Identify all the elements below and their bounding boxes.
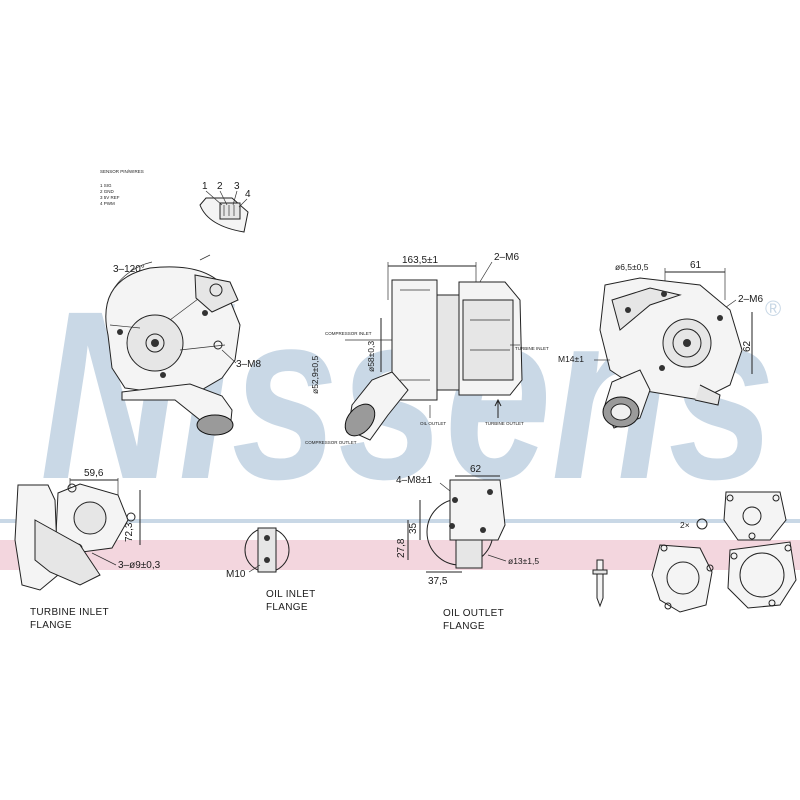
- pin-2-label: 2: [217, 181, 223, 192]
- turbine-inlet-flange: 59,6 72,3 3–ø9±0,3 TURBINE INLET FLANGE: [14, 468, 161, 631]
- oil-inlet-flange: M10 OIL INLET FLANGE: [226, 527, 316, 613]
- tif-caption-2: FLANGE: [30, 620, 72, 631]
- tif-port: [73, 501, 107, 535]
- pin-3-label: 3: [234, 181, 240, 192]
- connector-header: SENSOR PIN/WIRES: [100, 169, 144, 174]
- bolt-pattern-label: 3–120°: [113, 264, 145, 275]
- rear-width-label: 61: [690, 260, 702, 271]
- front-pipe-end: [196, 414, 234, 436]
- banjo-bolt: [596, 559, 604, 608]
- rear-height-label: 62: [742, 340, 753, 352]
- oif-caption-1: OIL INLET: [266, 589, 316, 600]
- oof-caption-1: OIL OUTLET: [443, 608, 504, 619]
- oof-plate: [449, 479, 506, 541]
- gasket-medium: [651, 544, 713, 613]
- turbo-front-view: 3–120° 3–M8: [105, 254, 261, 436]
- gasket-kit: 2×: [592, 491, 797, 613]
- oof-tube: [455, 539, 483, 569]
- connector-legend-3: 3 5V REF: [100, 195, 120, 200]
- front-actuator: [194, 274, 239, 313]
- gasket-count-label: 2×: [680, 520, 690, 530]
- side-thread-label: 2–M6: [494, 252, 519, 263]
- tif-height-label: 72,3: [124, 522, 135, 542]
- oil-outlet-flange: 4–M8±1 62 35 27,8 37,5 ø13±1,5 OIL OUTLE…: [396, 464, 539, 632]
- tif-holes-label: 3–ø9±0,3: [118, 560, 161, 571]
- oif-thread-label: M10: [226, 569, 246, 580]
- length-label: 163,5±1: [402, 255, 439, 266]
- bolt-pattern-arc: [107, 261, 153, 301]
- rear-thread-label: 2–M6: [738, 294, 763, 305]
- compressor-outlet-label: COMPRESSOR OUTLET: [305, 440, 357, 445]
- connector-legend-2: 2 GND: [100, 189, 115, 194]
- front-thread-label: 3–M8: [236, 359, 261, 370]
- oif-caption-2: FLANGE: [266, 602, 308, 613]
- gasket-large: [727, 541, 797, 609]
- oof-thread-label: 4–M8±1: [396, 475, 433, 486]
- turbo-side-view: 163,5±1 2–M6 ø58±0,3 ø52,9±0,5 COMPRESSO…: [305, 252, 549, 445]
- compressor-inlet-label: COMPRESSOR INLET: [325, 331, 372, 336]
- oof-caption-2: FLANGE: [443, 621, 485, 632]
- turbine-inlet-label: TURBINE INLET: [515, 346, 549, 351]
- pin-1-label: 1: [202, 181, 208, 192]
- hole-dia-label: ø6,5±0,5: [615, 262, 649, 272]
- pin-4-label: 4: [245, 189, 251, 200]
- oof-bottom-label: 37,5: [428, 576, 448, 587]
- connector-legend-1: 1 SIG: [100, 183, 112, 188]
- oof-width-label: 62: [470, 464, 482, 475]
- dia-inner-label: ø58±0,3: [366, 341, 376, 372]
- compressor-inlet-end: [344, 403, 376, 437]
- center-housing-side: [436, 294, 460, 391]
- oif-body: [257, 527, 277, 573]
- gasket-small: [723, 491, 787, 541]
- small-washer: [696, 518, 708, 530]
- registered-mark: ®: [765, 296, 781, 321]
- tif-caption-1: TURBINE INLET: [30, 607, 109, 618]
- turbine-outlet-label: TURBINE OUTLET: [485, 421, 524, 426]
- oof-height-inner-label: 27,8: [396, 538, 407, 558]
- connector-legend-4: 4 PWM: [100, 201, 115, 206]
- turbo-rear-view: ø6,5±0,5 61 2–M6 62 M14±1: [558, 260, 763, 429]
- side-thread-m14-label: M14±1: [558, 354, 584, 364]
- dia-outer-label: ø52,9±0,5: [310, 356, 320, 394]
- oil-outlet-label: OIL OUTLET: [420, 421, 446, 426]
- oof-height-outer-label: 35: [408, 522, 419, 534]
- sensor-connector: SENSOR PIN/WIRES 1 SIG 2 GND 3 5V REF 4 …: [100, 169, 251, 233]
- tif-width-label: 59,6: [84, 468, 104, 479]
- connector-socket: [219, 202, 241, 220]
- oof-hole-dia-label: ø13±1,5: [508, 556, 539, 566]
